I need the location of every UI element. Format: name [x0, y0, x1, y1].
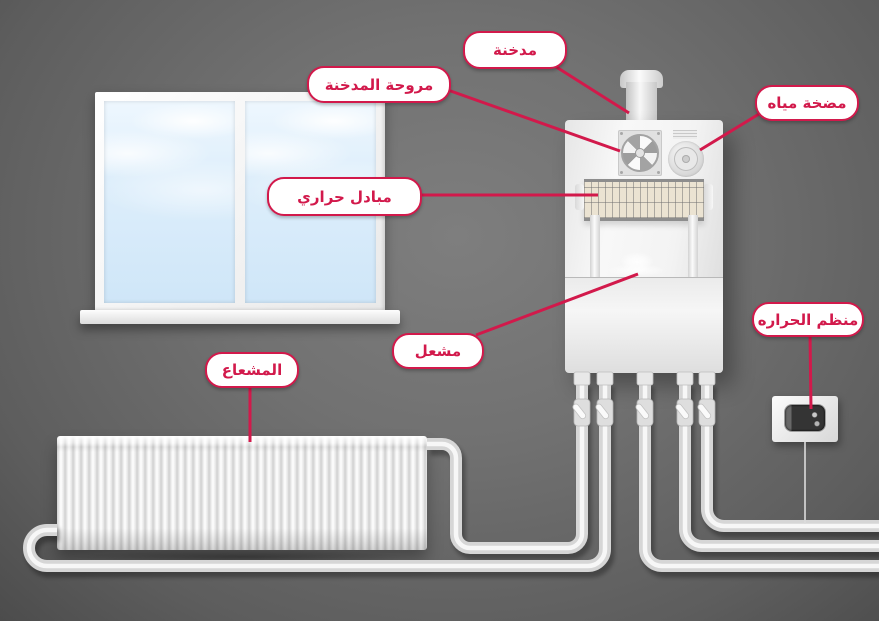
label-flue-fan: مروحة المدخنة — [307, 66, 451, 103]
label-heat-exchanger-text: مبادل حراري — [297, 187, 392, 206]
thermostat-display — [785, 405, 825, 431]
heat-exchanger-unit — [575, 179, 713, 221]
label-flue-fan-text: مروحة المدخنة — [324, 75, 434, 94]
label-water-pump: مضخة مياه — [755, 85, 859, 121]
window-sill — [80, 310, 400, 324]
pump-vent — [673, 130, 697, 139]
burner-base — [605, 264, 669, 277]
radiator — [57, 436, 427, 564]
label-burner-text: مشعل — [414, 342, 462, 360]
boiler-internal-pipe-right — [688, 215, 698, 277]
fan-icon — [621, 134, 659, 172]
label-chimney-text: مدخنة — [493, 41, 537, 59]
flue-fan-unit — [618, 130, 662, 176]
water-pump-unit — [668, 141, 704, 177]
connector-burner — [475, 272, 639, 337]
pipe-valves — [572, 398, 716, 427]
pipe-stubs — [573, 371, 716, 386]
connector-water-pump — [699, 112, 760, 152]
label-water-pump-text: مضخة مياه — [767, 94, 847, 112]
label-burner: مشعل — [392, 333, 484, 369]
connector-flue-fan — [444, 87, 621, 153]
burner-flame — [620, 222, 654, 272]
window-pane-left — [104, 101, 235, 303]
label-heat-exchanger: مبادل حراري — [267, 177, 422, 216]
label-radiator-text: المشعاع — [221, 361, 283, 379]
label-chimney: مدخنة — [463, 31, 567, 69]
label-radiator: المشعاع — [205, 352, 299, 388]
connector-chimney — [549, 61, 630, 115]
label-thermostat: منظم الحراره — [752, 302, 864, 337]
thermostat-unit — [772, 396, 838, 442]
boiler-internal-pipe-left — [590, 215, 600, 277]
chimney-pipe — [626, 82, 657, 124]
boiler — [565, 120, 723, 373]
label-thermostat-text: منظم الحراره — [757, 310, 859, 329]
connector-thermostat — [808, 330, 813, 410]
